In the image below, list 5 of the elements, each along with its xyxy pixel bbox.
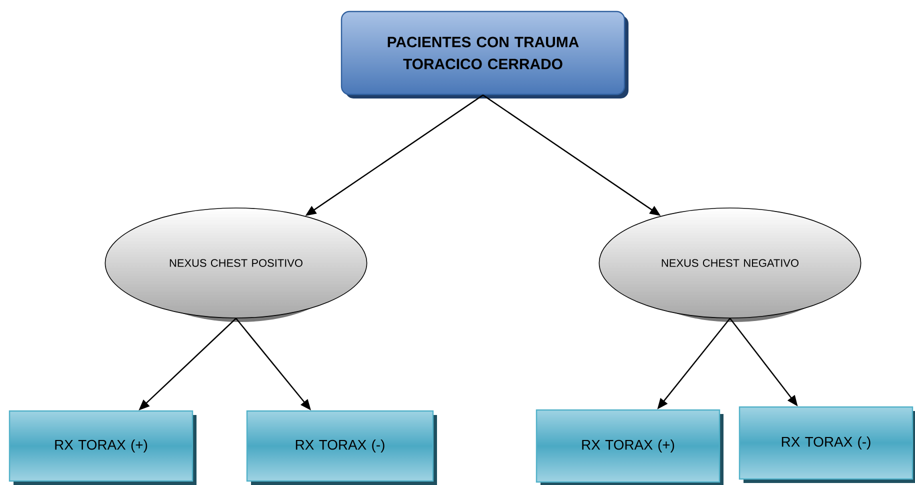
- process-box: PACIENTES CON TRAUMA TORACICO CERRADO: [340, 10, 628, 98]
- result-box: RX TORAX (+): [536, 409, 724, 485]
- result-box: RX TORAX (-): [738, 406, 915, 483]
- result-box: RX TORAX (-): [246, 410, 437, 485]
- result-box: RX TORAX (+): [8, 410, 196, 485]
